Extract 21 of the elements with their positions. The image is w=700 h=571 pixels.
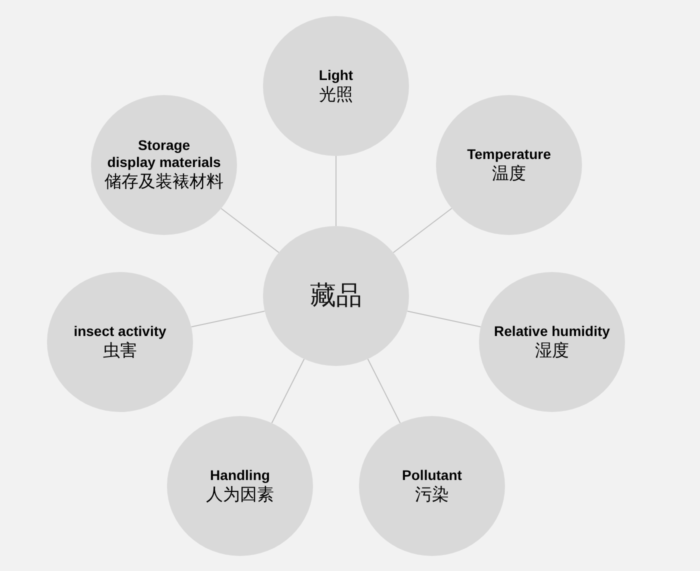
node-label: 虫害	[103, 340, 137, 362]
node-label: 储存及装裱材料	[104, 171, 224, 193]
node-label: Temperature	[467, 146, 551, 162]
node-label: 藏品	[310, 281, 362, 311]
connector-line	[392, 208, 452, 254]
connector-line	[190, 310, 266, 328]
connector-line	[406, 310, 482, 328]
connector-line	[220, 208, 280, 253]
node-label: insect activity	[74, 322, 166, 340]
node-label: 光照	[319, 84, 353, 106]
node-label: 人为因素	[206, 484, 274, 506]
node-label: Relative humidity	[494, 322, 610, 340]
node-label: 污染	[415, 484, 449, 506]
node-label: Handling	[210, 466, 270, 484]
node-label: 湿度	[535, 340, 569, 362]
node-label: Light	[318, 66, 354, 84]
connector-line	[367, 358, 401, 424]
connector-line	[271, 358, 305, 424]
node-label: 温度	[492, 162, 526, 184]
node-label: Storage display materials	[107, 137, 221, 171]
node-label: Pollutant	[402, 466, 462, 484]
